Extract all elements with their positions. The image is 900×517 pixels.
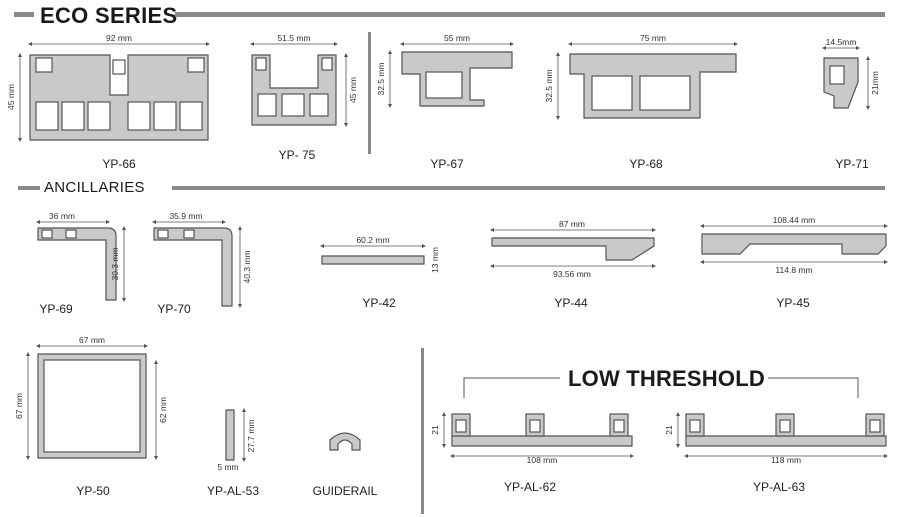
profile-yp75-shape xyxy=(251,54,337,126)
yp70-width-dim: 35.9 mm xyxy=(169,211,202,221)
yp45-label: YP-45 xyxy=(776,296,810,310)
yp68-height-dim: 32.5 mm xyxy=(544,69,554,102)
profile-yp45-shape xyxy=(701,233,887,255)
profile-ypal53-shape xyxy=(225,409,235,461)
yp71-height-dim: 21mm xyxy=(870,71,880,95)
ypal62-width-dim: 108 mm xyxy=(527,455,558,465)
yp66-height-dim: 45 mm xyxy=(6,84,16,110)
yp66-label: YP-66 xyxy=(102,157,136,171)
eco-series-bar-left xyxy=(14,12,34,17)
profile-guiderail-shape xyxy=(329,432,361,451)
ancillaries-title: ANCILLARIES xyxy=(44,179,145,196)
profile-yp69-shape xyxy=(37,227,117,301)
profile-yp68-shape xyxy=(569,53,737,119)
ypal53-height-dim: 27.7 mm xyxy=(246,419,256,452)
profile-yp67-shape xyxy=(401,51,513,107)
yp70-height-dim: 40.3 mm xyxy=(242,250,252,283)
guiderail-label: GUIDERAIL xyxy=(312,484,378,498)
yp67-height-dim: 32.5 mm xyxy=(376,62,386,95)
ypal63-width-dim: 118 mm xyxy=(771,455,801,465)
yp45-top-dim: 108.44 mm xyxy=(773,215,816,225)
eco-vertical-divider xyxy=(368,32,371,154)
yp44-top-dim: 87 mm xyxy=(559,219,585,229)
eco-series-bar-right xyxy=(175,12,885,17)
yp75-label: YP- 75 xyxy=(278,148,316,162)
yp66-width-dim: 92 mm xyxy=(106,33,132,43)
ypal63-height-dim: 21 xyxy=(664,425,674,435)
yp50-height-left-dim: 67 mm xyxy=(14,393,24,419)
low-threshold-title: LOW THRESHOLD xyxy=(568,366,765,391)
yp69-width-dim: 36 mm xyxy=(49,211,75,221)
yp45-bottom-dim: 114.8 mm xyxy=(775,265,812,275)
profile-yp50-shape xyxy=(37,353,147,459)
ypal62-label: YP-AL-62 xyxy=(503,480,557,494)
yp42-label: YP-42 xyxy=(362,296,396,310)
low-threshold-bracket xyxy=(463,377,859,398)
yp44-label: YP-44 xyxy=(554,296,588,310)
yp75-height-dim: 45 mm xyxy=(348,77,358,103)
profile-ypal63-shape xyxy=(685,413,887,447)
yp68-label: YP-68 xyxy=(629,157,663,171)
ypal53-width-dim: 5 mm xyxy=(217,462,238,472)
ypal63-label: YP-AL-63 xyxy=(752,480,806,494)
profile-yp70-shape xyxy=(153,227,233,307)
ypal62-height-dim: 21 xyxy=(430,425,440,435)
yp68-width-dim: 75 mm xyxy=(640,33,666,43)
yp71-label: YP-71 xyxy=(835,157,869,171)
yp50-height-right-dim: 62 mm xyxy=(158,397,168,423)
low-threshold-vertical-divider xyxy=(421,348,424,514)
ancillaries-bar-right xyxy=(172,186,885,190)
ancillaries-bar-left xyxy=(18,186,40,190)
yp67-width-dim: 55 mm xyxy=(444,33,470,43)
yp50-label: YP-50 xyxy=(76,484,110,498)
profile-yp44-shape xyxy=(491,237,655,261)
eco-series-title: ECO SERIES xyxy=(40,3,178,28)
yp71-width-dim: 14.5mm xyxy=(826,37,857,47)
profile-yp66-shape xyxy=(29,54,209,141)
yp69-height-dim: 30.3 mm xyxy=(110,247,120,280)
yp75-width-dim: 51.5 mm xyxy=(277,33,310,43)
yp50-width-dim: 67 mm xyxy=(79,335,105,345)
yp70-label: YP-70 xyxy=(157,302,191,316)
yp44-bottom-dim: 93.56 mm xyxy=(553,269,591,279)
yp69-label: YP-69 xyxy=(39,302,73,316)
ypal53-label: YP-AL-53 xyxy=(206,484,260,498)
profile-ypal62-shape xyxy=(451,413,633,447)
yp42-width-dim: 60.2 mm xyxy=(356,235,389,245)
yp67-label: YP-67 xyxy=(430,157,464,171)
profile-yp71-shape xyxy=(823,57,859,109)
profile-yp42-shape xyxy=(321,255,425,265)
yp42-height-dim: 13 mm xyxy=(430,247,440,273)
